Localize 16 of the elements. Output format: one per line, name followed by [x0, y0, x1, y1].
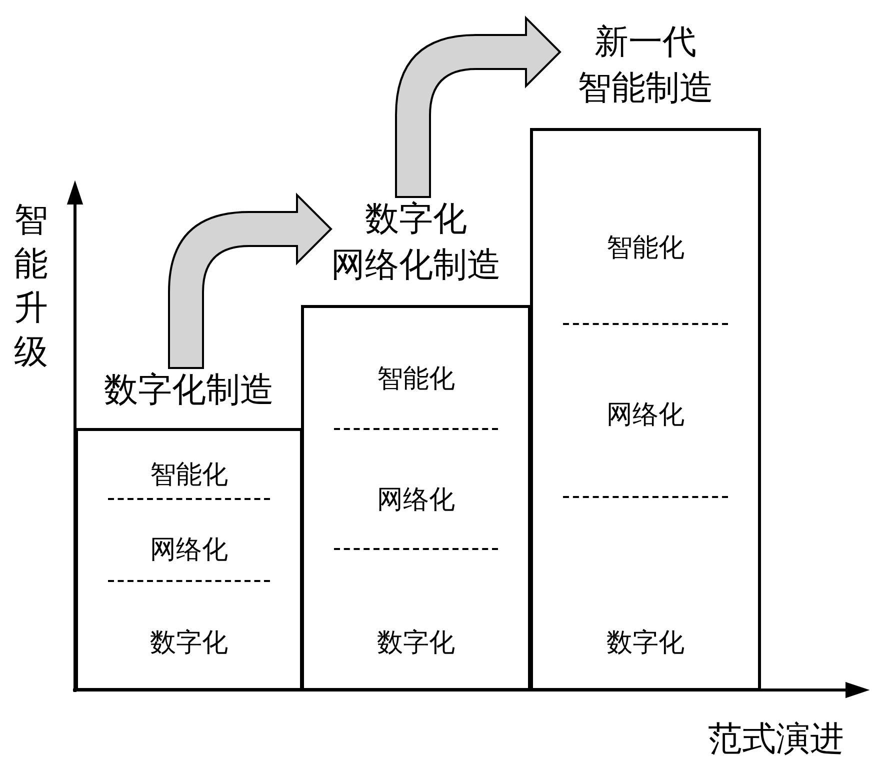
level-label: 网络化 [150, 534, 228, 567]
stage-heading: 数字化制造 [104, 369, 274, 412]
level-label: 数字化 [606, 627, 684, 660]
level-label: 智能化 [150, 459, 228, 492]
level-label: 智能化 [606, 232, 684, 265]
level-label: 数字化 [150, 627, 228, 660]
curved-arrow [168, 194, 332, 369]
stage-heading: 数字化网络化制造 [331, 198, 501, 287]
level-label: 网络化 [606, 399, 684, 432]
curved-arrow [395, 17, 561, 198]
axis-label: 范式演进 [708, 718, 844, 761]
axis-label: 智能升级 [14, 199, 49, 374]
level-label: 智能化 [377, 363, 455, 396]
stage-heading: 新一代智能制造 [578, 21, 714, 110]
level-label: 数字化 [377, 627, 455, 660]
level-label: 网络化 [377, 484, 455, 517]
